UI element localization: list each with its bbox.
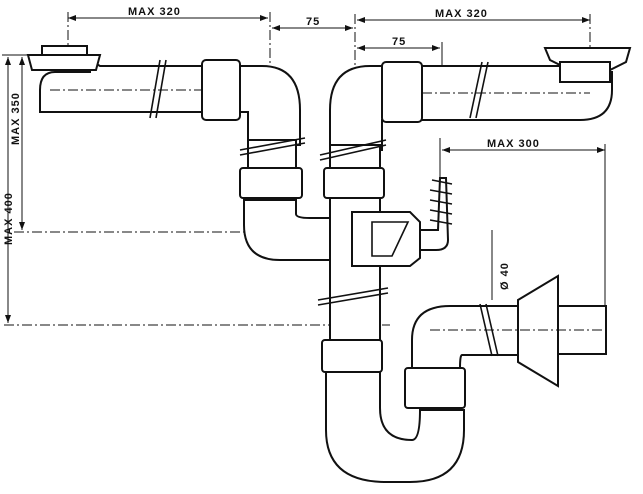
u-trap <box>325 371 465 483</box>
dim-right-sink-width: MAX 320 <box>435 8 488 20</box>
left-elbow <box>239 65 301 146</box>
dim-height-350: MAX 350 <box>10 92 22 145</box>
dim-center-offset: 75 <box>306 16 320 28</box>
trap-inlet-nut <box>321 339 383 373</box>
dishwasher-hose-barb <box>419 177 450 251</box>
wall-rosette <box>517 274 559 388</box>
right-arm-nut <box>381 61 423 123</box>
t-connector <box>351 211 421 267</box>
dim-right-offset: 75 <box>392 36 406 48</box>
left-sink-outlet <box>26 45 270 119</box>
dim-height-400: MAX 400 <box>3 192 15 245</box>
dim-left-sink-width: MAX 320 <box>128 6 181 18</box>
left-arm-nut <box>201 59 241 121</box>
trap-outlet-pipe <box>411 305 531 369</box>
trap-outlet-nut <box>404 367 466 409</box>
center-upper-nut <box>323 167 385 199</box>
dim-outlet-diameter: Ø 40 <box>499 262 511 290</box>
right-elbow <box>329 65 389 151</box>
dim-outlet-distance: MAX 300 <box>487 138 540 150</box>
left-lower-elbow <box>243 199 333 261</box>
left-vertical-nut <box>239 167 303 199</box>
